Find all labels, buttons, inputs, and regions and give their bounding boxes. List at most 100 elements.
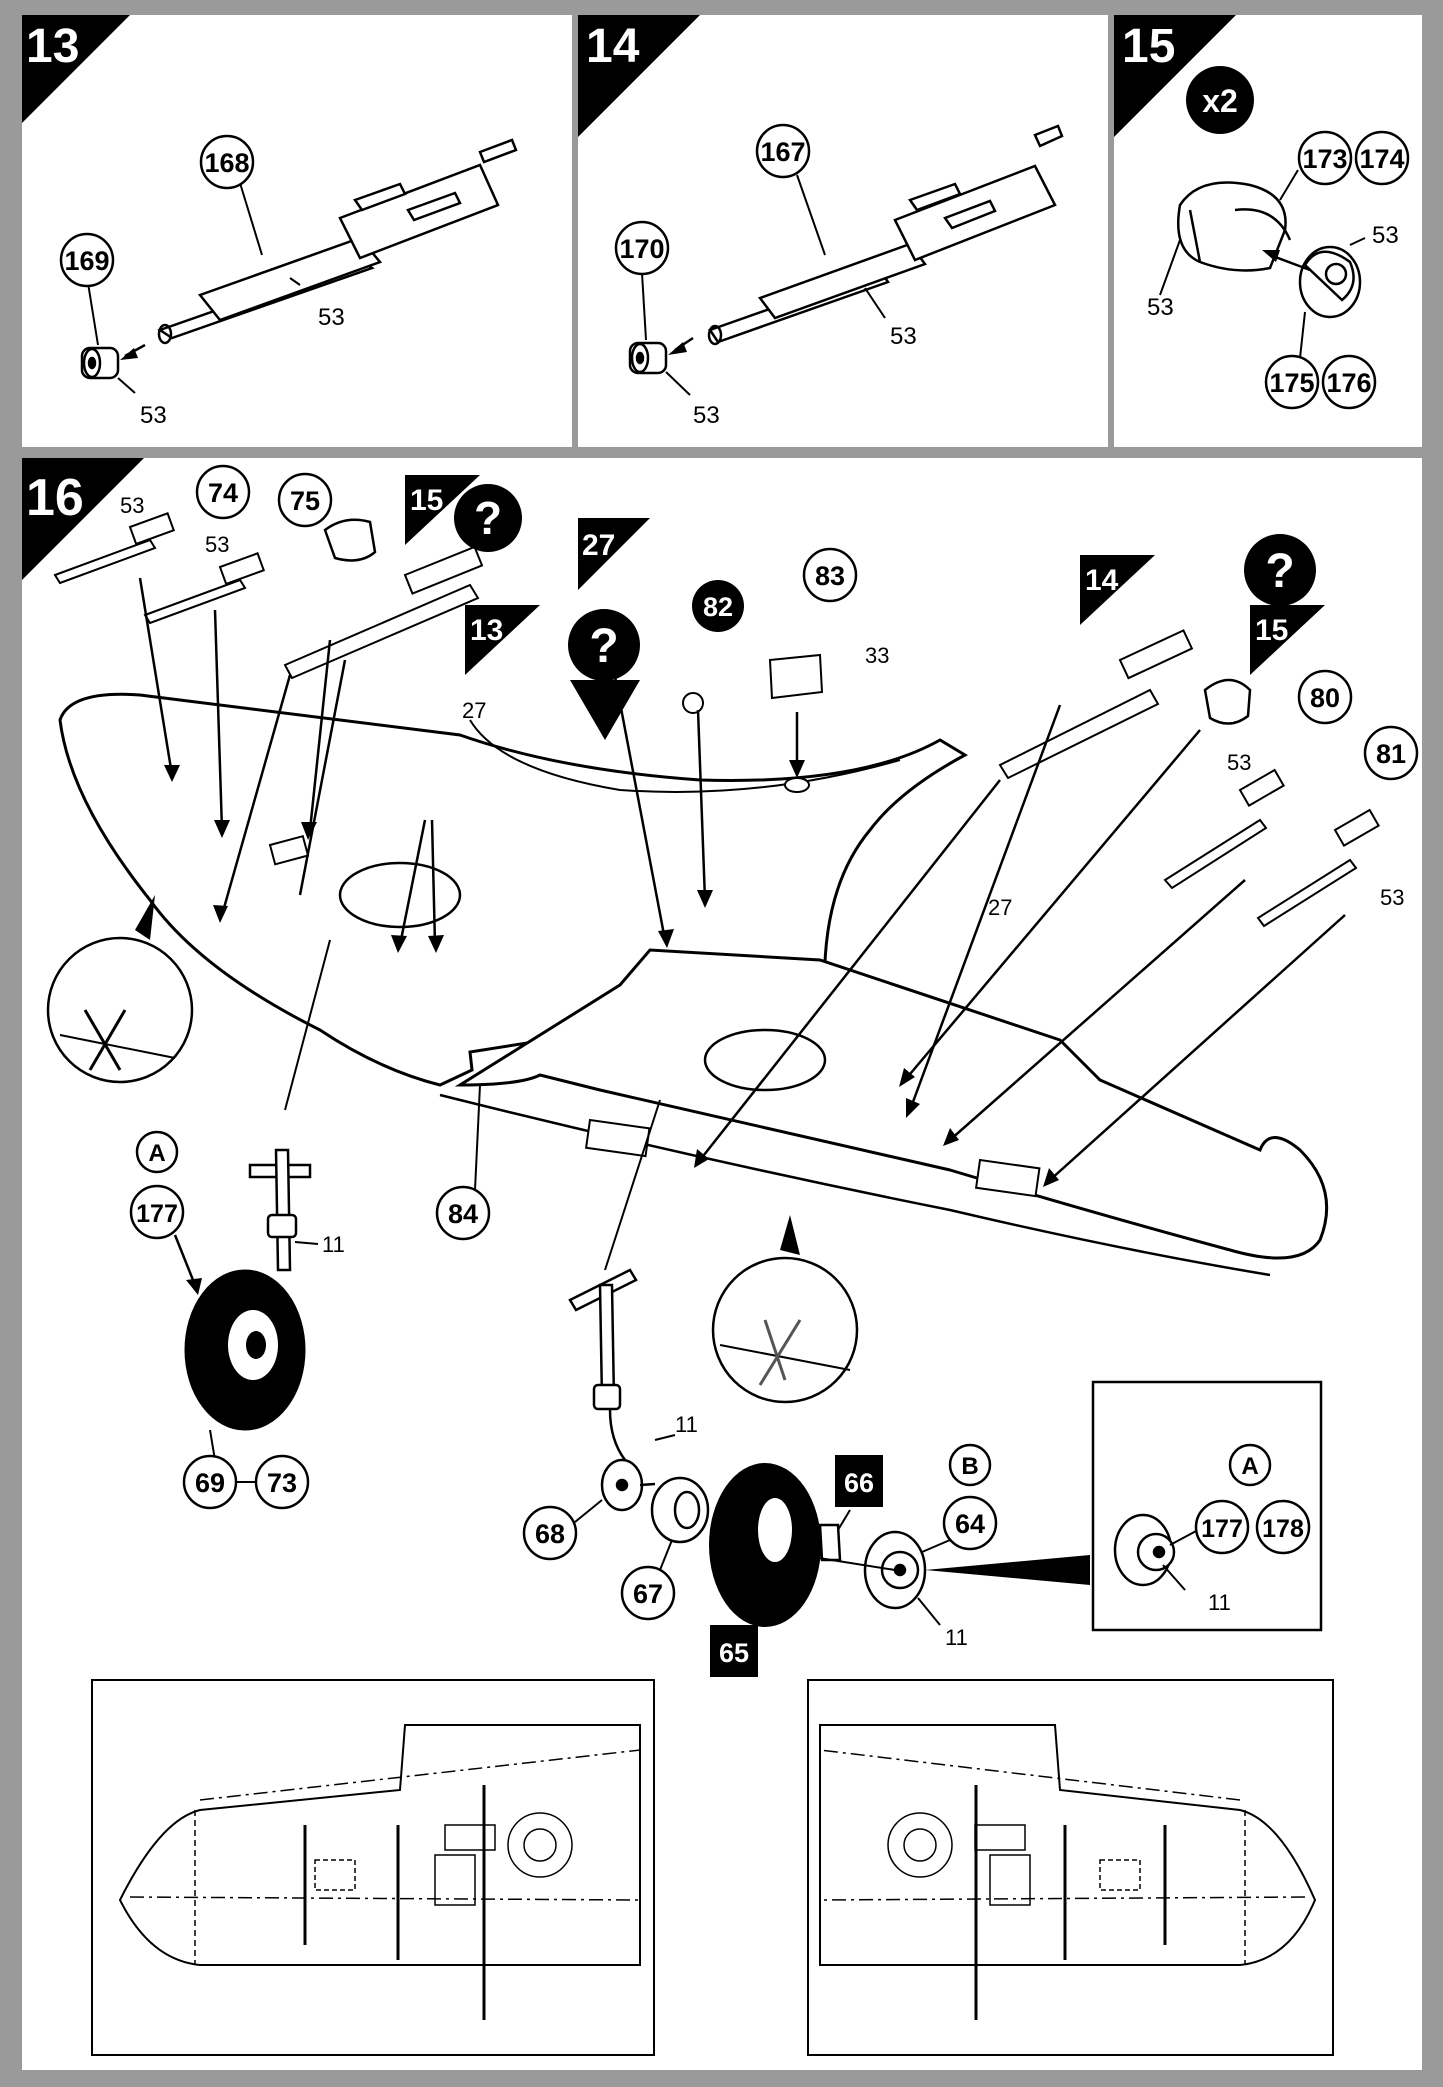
leader-line	[284, 939, 331, 1111]
step-15-tab: 15	[1114, 15, 1236, 137]
muzzle-part-icon	[628, 341, 668, 375]
cut-mark-icon	[758, 1319, 802, 1386]
cut-mark-icon	[83, 1009, 127, 1071]
callout-a-label: A	[148, 1140, 165, 1167]
leader-line	[1279, 169, 1299, 201]
callout-81-label: 81	[1376, 739, 1406, 769]
part-53-label: 53	[140, 402, 167, 429]
small-part-icon	[682, 653, 824, 793]
callout-73	[254, 1454, 310, 1510]
wheel-hub-icon	[600, 1458, 710, 1544]
leader-line	[665, 371, 691, 396]
ref-step-13-label: 13	[470, 614, 503, 647]
edge-line	[59, 1034, 176, 1059]
callout-a-inset-label: A	[1241, 1453, 1258, 1480]
callout-82	[692, 580, 744, 632]
ref-step-15-flag: 15	[1250, 605, 1325, 675]
callout-177-inset	[1194, 1499, 1250, 1555]
callout-177-inset-label: 177	[1201, 1515, 1243, 1543]
callout-69-label: 69	[195, 1468, 225, 1498]
callout-169	[59, 232, 115, 288]
callout-b	[948, 1443, 992, 1487]
callout-178-label: 178	[1262, 1515, 1304, 1543]
leader-line	[574, 1499, 603, 1523]
leader-line	[87, 282, 99, 346]
callout-b-label: B	[961, 1453, 978, 1480]
edge-line	[719, 1344, 851, 1371]
part-53-label: 53	[890, 323, 917, 350]
callout-173	[1297, 130, 1353, 186]
callout-65	[710, 1625, 758, 1677]
callout-66-label: 66	[844, 1468, 874, 1498]
callout-170-label: 170	[619, 234, 664, 264]
question-glyph: ?	[1265, 545, 1294, 598]
leader-line	[641, 272, 647, 341]
wheel-well-right	[703, 1028, 827, 1092]
callout-67	[620, 1565, 676, 1621]
leader-line	[837, 1509, 851, 1531]
landing-gear-leg-icon	[248, 1148, 312, 1272]
step-14-number: 14	[586, 20, 640, 73]
leader-line	[659, 1539, 673, 1571]
part-11-label: 11	[1208, 1590, 1231, 1615]
question-glyph: ?	[474, 492, 502, 544]
multiplier-label: x2	[1202, 83, 1238, 119]
part-11-label: 11	[322, 1232, 345, 1257]
callout-178	[1255, 1499, 1311, 1555]
wing-underside-diagram-right	[807, 1679, 1334, 2056]
leader-line	[289, 277, 301, 286]
part-53-label: 53	[693, 402, 720, 429]
callout-82-label: 82	[703, 592, 733, 622]
magnifier-pointer	[780, 1215, 800, 1255]
part-53-label: 53	[318, 304, 345, 331]
callout-177	[129, 1184, 185, 1240]
multiplier-badge	[1186, 66, 1254, 134]
ref-step-13-flag: 13	[465, 605, 540, 675]
ref-part-27-label: 27	[582, 529, 615, 562]
part-53-label: 53	[1372, 222, 1399, 249]
leader-line	[921, 1539, 951, 1553]
wing-underside-diagram-left	[91, 1679, 655, 2056]
step-14-tab: 14	[578, 15, 700, 137]
arrow-head-icon	[186, 1278, 202, 1295]
leader-line	[1162, 1564, 1186, 1591]
detail-magnifier-left	[46, 936, 194, 1084]
arrow-head-icon	[1262, 250, 1280, 262]
callout-74-label: 74	[208, 478, 238, 508]
ref-step-14-flag: 14	[1080, 555, 1155, 625]
leader-line	[1169, 1529, 1199, 1546]
callout-176	[1321, 354, 1377, 410]
part-53-label: 53	[1380, 885, 1404, 910]
callout-67-label: 67	[633, 1579, 663, 1609]
callout-a-inset	[1228, 1443, 1272, 1487]
callout-80	[1297, 669, 1353, 725]
detail-magnifier-right	[711, 1256, 859, 1404]
part-11-label: 11	[945, 1625, 968, 1650]
arrow-head-icon	[668, 342, 687, 355]
leader-line	[239, 182, 263, 256]
callout-169-label: 169	[64, 246, 109, 276]
ref-step-15-label: 15	[1255, 614, 1288, 647]
leader-line	[209, 1429, 216, 1461]
callout-80-label: 80	[1310, 683, 1340, 713]
arrow-head-icon	[570, 680, 640, 740]
ref-step-15-flag: 15	[405, 475, 480, 545]
muzzle-part-icon	[80, 346, 120, 380]
part-53-label: 53	[1147, 294, 1174, 321]
step-16-number: 16	[26, 469, 84, 527]
callout-175	[1264, 354, 1320, 410]
wheel-icon	[184, 1269, 306, 1431]
callout-173-label: 173	[1302, 144, 1347, 174]
ref-step-15-label: 15	[410, 484, 443, 517]
callout-168-label: 168	[204, 148, 249, 178]
part-33-label: 33	[865, 643, 889, 668]
callout-168	[199, 134, 255, 190]
callout-75-label: 75	[290, 486, 320, 516]
callout-64-label: 64	[955, 1509, 985, 1539]
engine-cowl-part-icon	[323, 518, 1252, 725]
callout-83-label: 83	[815, 561, 845, 591]
arrow-head-icon	[120, 348, 138, 360]
engine-cowl-part-icon	[1176, 181, 1292, 272]
step-13-number: 13	[26, 20, 79, 73]
